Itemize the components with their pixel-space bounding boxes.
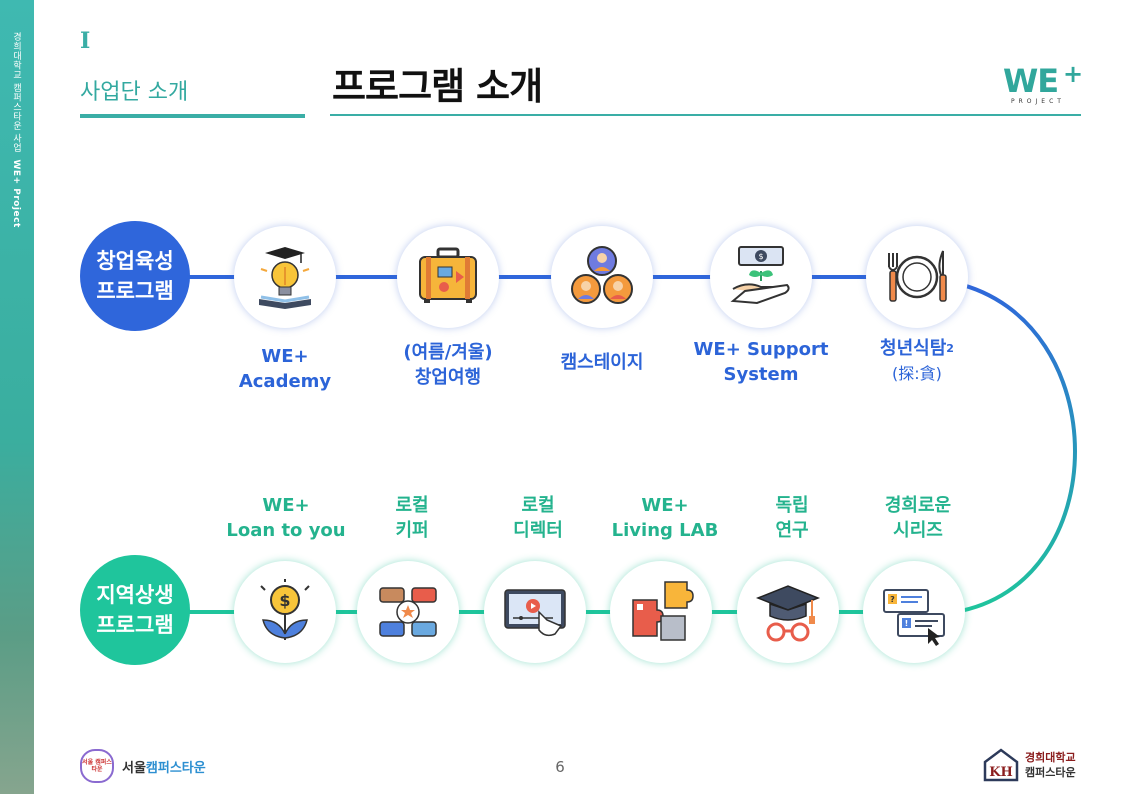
program-node-youth-table[interactable] — [866, 226, 968, 328]
program-node-local-director[interactable] — [484, 561, 586, 663]
program-label-we-academy: WE+Academy — [238, 346, 332, 392]
svg-text:$: $ — [279, 591, 290, 610]
sidebar-caption: 경희대학교 캠퍼스타운 사업 WE+ Project — [11, 32, 21, 228]
program-label-camstage: 캠스테이지 — [560, 352, 644, 373]
program-node-support-system[interactable]: $ — [710, 226, 812, 328]
money-plant-icon: $ — [260, 579, 310, 640]
program-label-loan-to-you: WE+Loan to you — [226, 495, 346, 541]
suitcase-icon — [419, 247, 477, 303]
plate-fork-knife-icon — [888, 250, 947, 302]
money-plant-hand-icon: $ — [730, 246, 790, 305]
program-node-camstage[interactable] — [551, 226, 653, 328]
program-node-we-academy[interactable] — [234, 226, 336, 328]
teamwork-hands-icon — [379, 587, 437, 637]
svg-text:?: ? — [890, 595, 895, 604]
section-underline — [80, 114, 305, 118]
page-number: 6 — [555, 758, 565, 776]
campustown-badge: 서울 캠퍼스타운 — [80, 749, 114, 783]
people-network-icon — [571, 246, 633, 304]
puzzle-icon — [632, 581, 694, 641]
svg-text:$: $ — [758, 252, 763, 261]
section-number: I — [80, 28, 91, 54]
lightbulb-book-icon — [259, 247, 311, 309]
khu-emblem-icon: KH — [983, 748, 1019, 782]
program-label-youth-table: 청년식탐2 (探:貪) — [880, 338, 954, 383]
chat-windows-icon: ? ! — [883, 589, 945, 646]
graduation-cap-glasses-icon — [755, 585, 821, 642]
program-node-independent-research[interactable] — [737, 561, 839, 663]
program-node-local-keeper[interactable] — [357, 561, 459, 663]
side-accent-bar: 경희대학교 캠퍼스타운 사업 WE+ Project — [0, 0, 34, 794]
section-title: 사업단 소개 — [80, 80, 189, 105]
svg-text:KH: KH — [989, 765, 1013, 780]
svg-text:!: ! — [905, 619, 909, 628]
presentation-screen-icon — [504, 589, 566, 637]
program-label-startup-trip: (여름/겨울)창업여행 — [403, 342, 493, 388]
seoul-campustown-logo: 서울 캠퍼스타운 서울캠퍼스타운 — [80, 749, 220, 783]
page-title: 프로그램 소개 — [332, 65, 543, 108]
program-node-kyunghee-series[interactable]: ? ! — [863, 561, 965, 663]
we-project-logo: WE + PROJECT — [1003, 60, 1084, 105]
program-label-living-lab: WE+Living LAB — [611, 495, 719, 541]
program-node-loan-to-you[interactable]: $ — [234, 561, 336, 663]
title-underline — [330, 114, 1081, 116]
program-node-living-lab[interactable] — [610, 561, 712, 663]
program-node-startup-trip[interactable] — [397, 226, 499, 328]
